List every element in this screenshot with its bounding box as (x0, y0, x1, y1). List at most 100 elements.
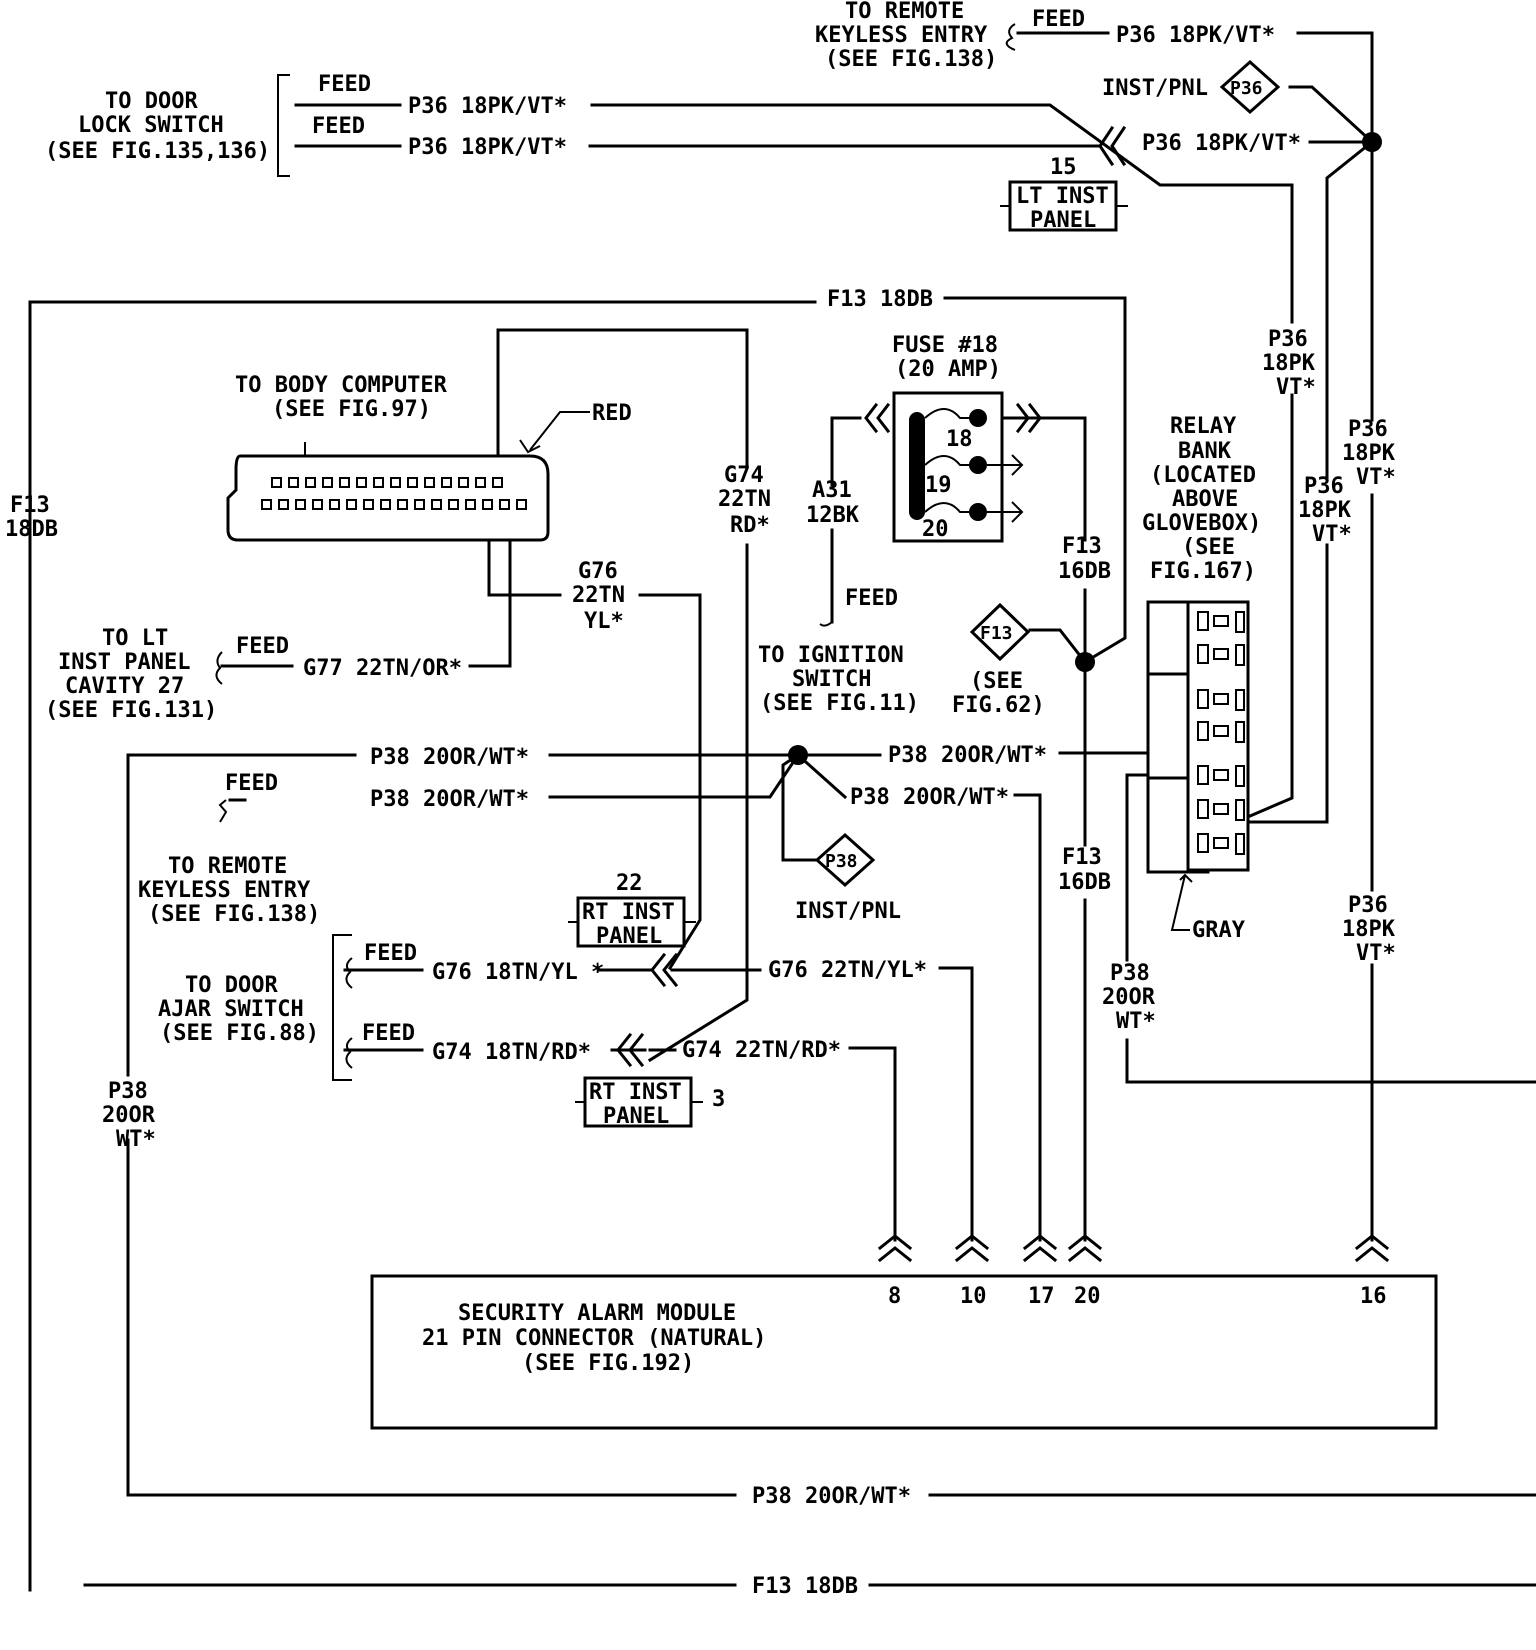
connector-rt-inst-3 (616, 1032, 645, 1068)
wire-g77-bc (468, 513, 512, 668)
pin-17-label: 17 (1028, 1284, 1055, 1309)
g74-22-label: G74 22TN/RD* (682, 1038, 841, 1063)
feed-label-daj-2: FEED (362, 1021, 415, 1046)
p36-vert-e-3: VT* (1356, 941, 1396, 966)
wire-g76-22-2 (938, 966, 974, 1242)
relay-slot (1213, 803, 1229, 815)
bc-pin-rows (261, 477, 527, 510)
relay-line3: (LOCATED (1150, 463, 1256, 488)
p38-label-3: P38 20OR/WT* (370, 787, 529, 812)
sam-line3: (SEE FIG.192) (522, 1351, 694, 1376)
wire-g74-22-2 (848, 1046, 897, 1242)
relay-slot (1235, 833, 1245, 855)
rke-top-line3: (SEE FIG.138) (825, 47, 997, 72)
pin-10-label: 10 (960, 1284, 987, 1309)
relay-slot (1235, 721, 1245, 743)
relay-slot (1213, 837, 1229, 849)
fuse-element-20 (924, 502, 978, 513)
p38-right-vert-2: 20OR (1102, 985, 1156, 1010)
fuse-out-19 (987, 454, 1024, 476)
bc-pin (424, 477, 435, 488)
splice-p38 (788, 745, 808, 765)
wire-p38-third-2 (1013, 793, 1042, 1242)
diamond-f13 (969, 602, 1031, 662)
bc-pin (499, 499, 510, 510)
relay-slot (1213, 769, 1229, 781)
relay-line2: BANK (1178, 439, 1232, 464)
g76-vert-1: G76 (578, 559, 618, 584)
wire-p36-vert-b (1234, 543, 1329, 824)
wire-p38-left (126, 753, 357, 1077)
bc-pin (441, 477, 452, 488)
relay-slot (1213, 648, 1229, 660)
bc-pin (414, 499, 425, 510)
relay-bank-left-lower (1146, 776, 1190, 874)
fuse-block: 18 19 20 (892, 391, 1024, 543)
security-alarm-module (370, 1274, 1438, 1430)
relay-slot (1197, 644, 1209, 664)
pin-chevron-16 (1354, 1234, 1390, 1263)
g74-vert-3: RD* (730, 513, 770, 538)
see-fig62-2: FIG.62) (952, 693, 1045, 718)
wires (28, 31, 1536, 1592)
wire-g74-down (647, 543, 749, 1063)
f13-bottom-label: F13 18DB (752, 1574, 858, 1599)
feed-squiggle-rke-top (1005, 23, 1016, 51)
relay-line6: (SEE (1182, 535, 1235, 560)
fuse-contact-20 (969, 503, 987, 521)
bc-pin (458, 477, 469, 488)
rke-bot-line1: TO REMOTE (168, 854, 287, 879)
f13-left-label: F13 (10, 493, 50, 518)
diamond-p38 (814, 832, 876, 888)
inst-pnl-label-top: INST/PNL (1102, 76, 1208, 101)
inst-pnl-label-bot: INST/PNL (795, 899, 901, 924)
f13-16db-label-4: 16DB (1058, 870, 1111, 895)
relay-slot (1235, 611, 1245, 633)
bc-line1: TO BODY COMPUTER (235, 373, 448, 398)
f13-16db-label-3: F13 (1062, 845, 1102, 870)
pin-chevron-8 (877, 1234, 913, 1263)
f13-16db-label-2: 16DB (1058, 559, 1111, 584)
ltc-line3: CAVITY 27 (65, 674, 184, 699)
feed-squiggle-ign (819, 621, 833, 627)
relay-slot (1235, 689, 1245, 711)
rt-inst-22-line1: RT INST (582, 900, 675, 925)
fuse-busbar (909, 412, 925, 520)
rt-inst-panel-22-box (576, 896, 686, 948)
gray-label: GRAY (1192, 918, 1246, 943)
bc-pin (356, 477, 367, 488)
feed-label-dls-1: FEED (318, 72, 371, 97)
ltc-line4: (SEE FIG.131) (45, 698, 217, 723)
fuse-contact-18 (969, 409, 987, 427)
bc-pin (322, 477, 333, 488)
rke-top-line1: TO REMOTE (845, 0, 964, 24)
bc-pin (305, 477, 316, 488)
relay-slot (1197, 611, 1209, 631)
ltc-line2: INST PANEL (58, 650, 190, 675)
lt-inst-line1: LT INST (1016, 184, 1109, 209)
relay-line4: ABOVE (1172, 487, 1238, 512)
bc-pin (288, 477, 299, 488)
p38-right-vert-1: P38 (1110, 961, 1150, 986)
wire-f13-top-2 (943, 296, 1127, 665)
g76-18-label: G76 18TN/YL * (432, 960, 604, 985)
fuse-element-18 (924, 408, 978, 419)
relay-slot (1235, 799, 1245, 821)
p36-vert-b-1: P36 (1304, 474, 1344, 499)
relay-bank (1146, 600, 1250, 874)
diamond-p36 (1219, 59, 1281, 115)
rt-inst-3-line1: RT INST (589, 1080, 682, 1105)
feed-label-dls-2: FEED (312, 114, 365, 139)
wire-p36-vert-a (1234, 393, 1294, 824)
diamond-p38-label: P38 (825, 851, 858, 872)
relay-slot (1213, 693, 1229, 705)
rke-bot-line3: (SEE FIG.138) (148, 902, 320, 927)
rt-inst-panel-3-box (583, 1076, 693, 1128)
feed-label-rke-bot: FEED (225, 771, 278, 796)
g74-18-label: G74 18TN/RD* (432, 1040, 591, 1065)
feed-squiggle-daj-2 (345, 1037, 353, 1069)
g74-vert-1: G74 (724, 463, 764, 488)
bc-pin (373, 477, 384, 488)
p36-vert-c-1: P36 (1348, 417, 1388, 442)
